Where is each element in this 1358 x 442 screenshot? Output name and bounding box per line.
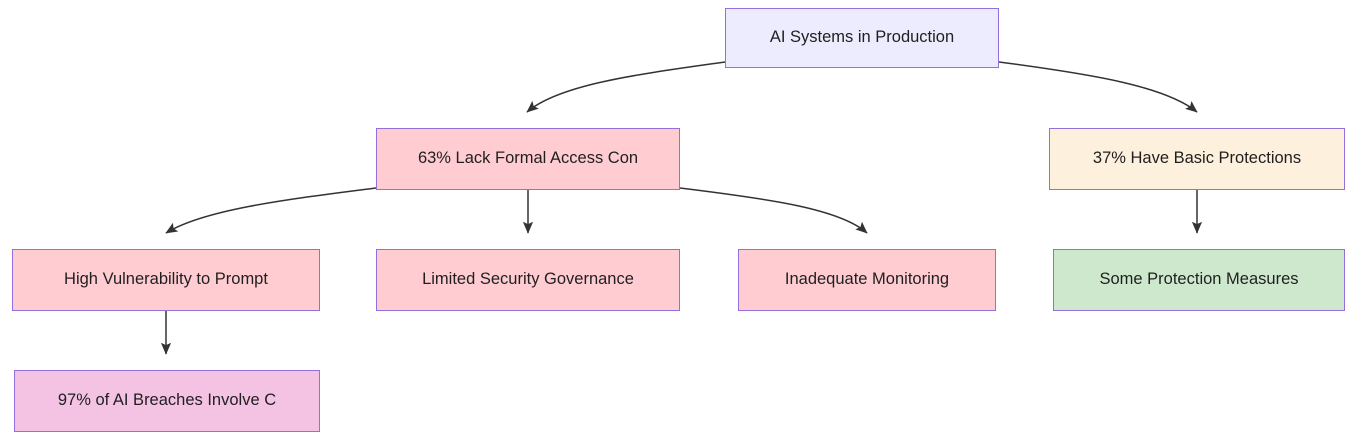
node-label-basic_protections: 37% Have Basic Protections	[1092, 149, 1302, 168]
edges-group	[160, 61, 1203, 355]
node-prompt_vuln[interactable]: High Vulnerability to Prompt	[12, 249, 320, 311]
node-label-inadequate_monitoring: Inadequate Monitoring	[784, 270, 950, 289]
node-label-prompt_vuln: High Vulnerability to Prompt	[64, 270, 268, 289]
node-inadequate_monitoring[interactable]: Inadequate Monitoring	[738, 249, 996, 311]
node-label-breaches: 97% of AI Breaches Involve C	[57, 391, 277, 410]
node-label-limited_gov: Limited Security Governance	[422, 270, 634, 289]
node-label-lack_controls: 63% Lack Formal Access Con	[417, 149, 639, 168]
node-label-some_protection: Some Protection Measures	[1099, 270, 1299, 289]
node-root[interactable]: AI Systems in Production	[725, 8, 999, 68]
node-lack_controls[interactable]: 63% Lack Formal Access Con	[376, 128, 680, 190]
edge-root-to-lack_controls	[526, 61, 726, 113]
node-basic_protections[interactable]: 37% Have Basic Protections	[1049, 128, 1345, 190]
node-label-root: AI Systems in Production	[769, 28, 955, 47]
node-limited_gov[interactable]: Limited Security Governance	[376, 249, 680, 311]
edge-lack_controls-to-inadequate_monitoring	[679, 187, 868, 234]
edge-root-to-basic_protections	[998, 61, 1198, 113]
node-breaches[interactable]: 97% of AI Breaches Involve C	[14, 370, 320, 432]
node-some_protection[interactable]: Some Protection Measures	[1053, 249, 1345, 311]
edge-lack_controls-to-prompt_vuln	[165, 187, 377, 234]
